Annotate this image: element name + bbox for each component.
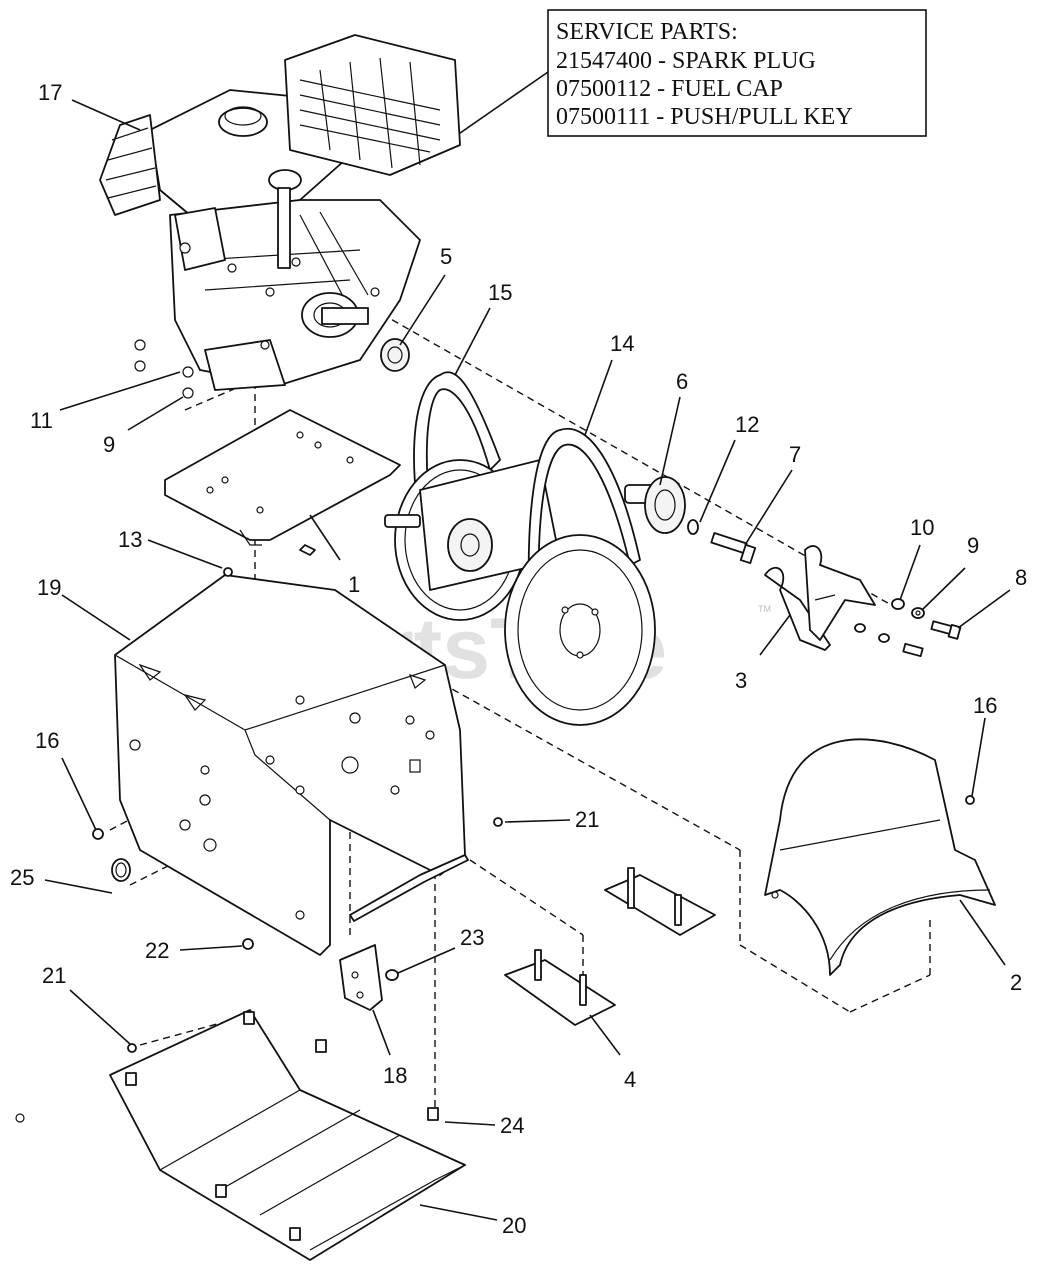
callout-7: 7 <box>789 442 801 467</box>
service-box-line-3: 07500111 - PUSH/PULL KEY <box>556 104 853 130</box>
hardware-10-9-8 <box>854 598 962 658</box>
bolt-7 <box>710 532 757 565</box>
service-box-leader <box>449 71 549 141</box>
callout-19: 19 <box>37 575 61 600</box>
service-parts-box: SERVICE PARTS: 21547400 - SPARK PLUG 075… <box>449 9 927 141</box>
small-hardware <box>92 567 975 1053</box>
callout-5: 5 <box>440 244 452 269</box>
callout-24: 24 <box>500 1113 524 1138</box>
engine-pulley-5 <box>380 338 410 372</box>
mount-plate-4 <box>504 949 616 1026</box>
engine-assembly <box>99 34 461 399</box>
callout-25: 25 <box>10 865 34 890</box>
mounting-plate-1 <box>164 409 401 556</box>
callout-18: 18 <box>383 1063 407 1088</box>
callout-12: 12 <box>735 412 759 437</box>
callout-2: 2 <box>1010 970 1022 995</box>
service-box-line-2: 07500112 - FUEL CAP <box>556 76 783 102</box>
pulley-6 <box>624 476 686 534</box>
idler-brackets-3 <box>764 545 876 651</box>
callout-6: 6 <box>676 369 688 394</box>
washer-12 <box>687 519 699 535</box>
callout-22: 22 <box>145 938 169 963</box>
belt-14 <box>527 427 641 621</box>
callout-10: 10 <box>910 515 934 540</box>
large-pulley <box>504 534 656 726</box>
callout-9-right: 9 <box>967 533 979 558</box>
callout-3: 3 <box>735 668 747 693</box>
frame-19 <box>114 574 466 956</box>
callout-4: 4 <box>624 1067 636 1092</box>
drive-plate-assembly <box>384 459 561 621</box>
callout-21-left: 21 <box>42 963 66 988</box>
axle-rod <box>349 854 469 922</box>
leader-lines <box>44 99 1011 1221</box>
bracket-18 <box>339 944 399 1011</box>
watermark-tm: TM <box>758 604 771 614</box>
callout-13: 13 <box>118 527 142 552</box>
service-box-frame <box>547 9 927 137</box>
callout-17: 17 <box>38 80 62 105</box>
mount-plate-upper <box>604 867 716 936</box>
callout-16-right: 16 <box>973 693 997 718</box>
callout-labels: 17 5 15 14 6 12 7 11 9 13 1 19 10 9 8 3 … <box>10 80 1027 1238</box>
service-box-title: SERVICE PARTS: <box>556 19 738 45</box>
callout-21-right: 21 <box>575 807 599 832</box>
belt-cover-2 <box>764 738 996 976</box>
callout-23: 23 <box>460 925 484 950</box>
callout-8: 8 <box>1015 565 1027 590</box>
callout-14: 14 <box>610 331 634 356</box>
callout-16-left: 16 <box>35 728 59 753</box>
callout-1: 1 <box>348 572 360 597</box>
callout-20: 20 <box>502 1213 526 1238</box>
callout-15: 15 <box>488 280 512 305</box>
service-box-line-1: 21547400 - SPARK PLUG <box>556 48 816 74</box>
callout-9-left: 9 <box>103 432 115 457</box>
tray-20 <box>15 1009 467 1261</box>
belt-15 <box>413 371 501 566</box>
callout-11: 11 <box>30 408 53 433</box>
